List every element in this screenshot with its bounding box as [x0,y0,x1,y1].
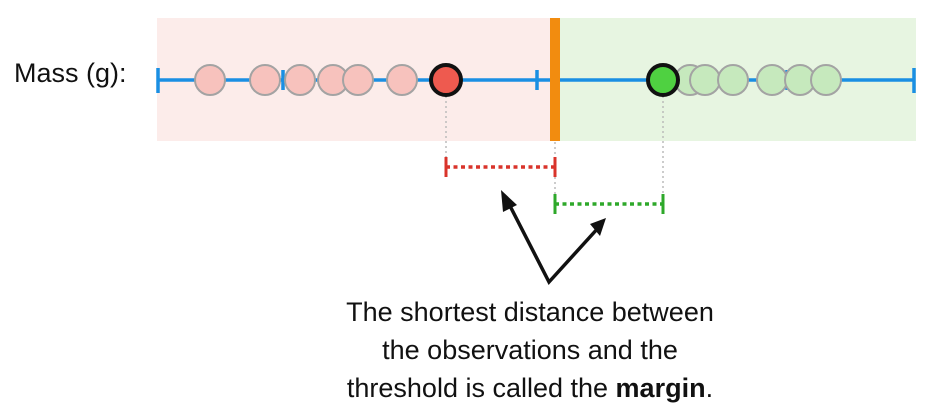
red-observations [194,63,463,97]
arrow-head-icon [501,190,517,212]
green-observation-point [810,64,842,96]
red-observation-point [249,64,281,96]
caption-line-1: The shortest distance between [346,297,714,327]
red-observation-point [194,64,226,96]
caption-line-3-prefix: threshold is called the [346,373,616,403]
green-observation-point [689,64,721,96]
green-observation-point [717,64,749,96]
green-closest-point [646,63,680,97]
arrow-head-icon [590,218,606,236]
red-closest-point [429,63,463,97]
green-observation-point [756,64,788,96]
caption-line-3: threshold is called the margin. [240,369,820,407]
margin-term: margin [615,373,706,403]
green-observations [646,63,842,97]
red-observation-point [342,64,374,96]
threshold-line [550,18,560,141]
red-margin-bracket [444,157,557,177]
margin-caption: The shortest distance between the observ… [240,293,820,407]
red-observation-point [386,64,418,96]
arrow-lines [506,201,601,286]
caption-line-3-suffix: . [705,373,714,403]
caption-line-2: the observations and the [382,335,678,365]
pointer-arrows [501,190,606,286]
green-margin-bracket [553,194,665,214]
red-observation-point [284,64,316,96]
axis-label: Mass (g): [14,58,127,88]
